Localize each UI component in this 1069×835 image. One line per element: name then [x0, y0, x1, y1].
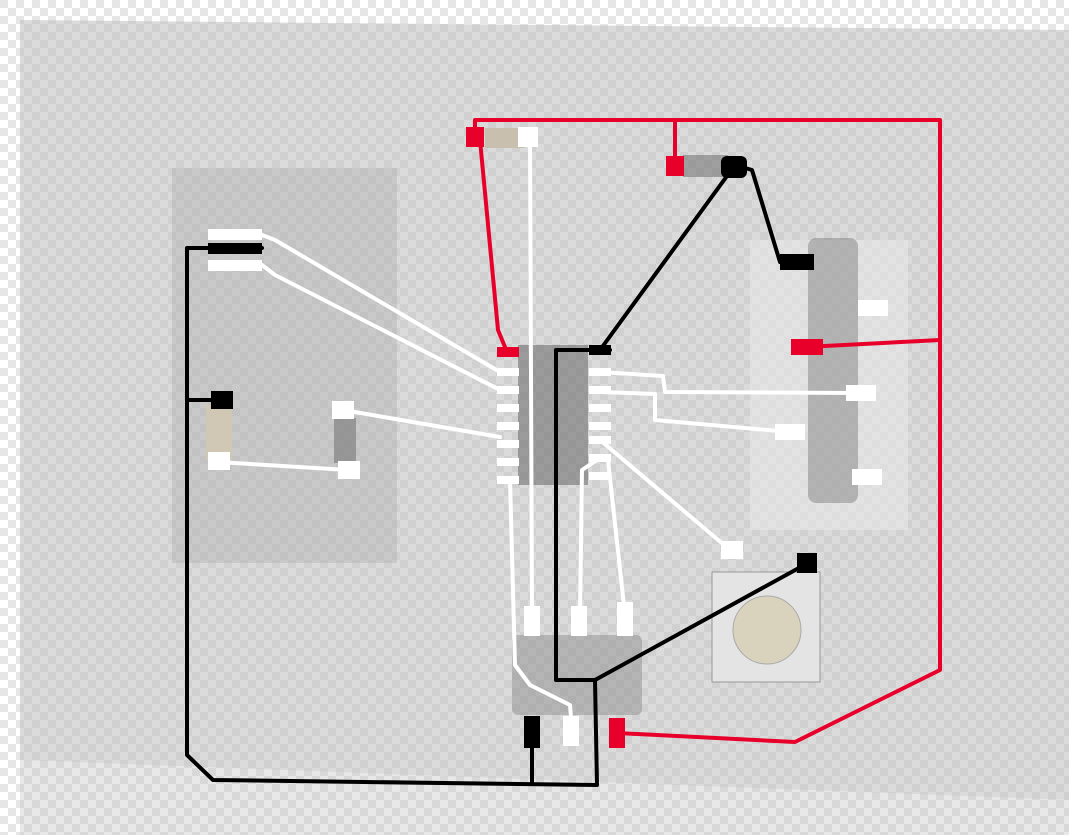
signal-trace	[528, 135, 534, 617]
board-region-left	[172, 168, 397, 563]
chip-pin	[497, 440, 519, 448]
chip-pin	[589, 368, 611, 376]
ground-trace	[554, 348, 810, 682]
pad	[571, 606, 587, 636]
chip-pin	[497, 476, 519, 484]
power-trace	[803, 338, 942, 349]
pad	[332, 401, 354, 419]
signal-trace	[260, 263, 502, 392]
microcontroller-chip	[518, 345, 588, 485]
chip-pin	[589, 422, 611, 430]
power-traces	[473, 118, 942, 744]
resistor-top-right	[683, 155, 728, 177]
power-trace	[473, 118, 942, 744]
pad	[524, 716, 540, 748]
chip-pin	[589, 386, 611, 394]
chip-pin	[497, 386, 519, 394]
capacitor	[206, 405, 232, 460]
pad	[617, 602, 633, 636]
pad	[211, 391, 233, 409]
pad	[666, 156, 684, 176]
resistor-top	[485, 128, 525, 148]
board-photo-edge	[20, 760, 1069, 835]
pad	[721, 541, 743, 559]
pad	[338, 461, 360, 479]
pad	[208, 243, 262, 254]
chip-pin	[497, 347, 519, 357]
chip-pin	[589, 345, 611, 355]
resistor-middle	[334, 418, 356, 463]
pad	[524, 606, 540, 636]
tactile-button-cap[interactable]	[732, 595, 802, 665]
pad	[208, 229, 262, 240]
signal-trace	[606, 458, 627, 617]
pad	[797, 553, 817, 573]
chip-pin	[589, 404, 611, 412]
chip-pin	[497, 458, 519, 466]
chip-pin	[497, 368, 519, 376]
signal-trace	[260, 233, 502, 374]
pad	[208, 260, 262, 271]
chip-pin	[589, 472, 611, 480]
chip-pin	[589, 454, 611, 462]
signal-trace	[216, 460, 350, 472]
pad	[563, 716, 579, 746]
pad	[791, 339, 823, 355]
signal-trace	[598, 370, 862, 395]
pad	[846, 385, 876, 401]
signal-trace	[341, 408, 502, 439]
pad	[466, 127, 484, 147]
pad	[208, 452, 230, 470]
pin-header-right	[808, 238, 858, 503]
chip-pin	[589, 436, 611, 444]
pad	[518, 127, 538, 147]
chip-pin	[497, 404, 519, 412]
pad	[609, 718, 625, 748]
signal-trace	[508, 478, 574, 732]
pads	[208, 127, 888, 748]
ground-trace	[185, 246, 599, 787]
pad	[858, 300, 888, 316]
pad	[775, 424, 805, 440]
power-trace	[478, 138, 509, 354]
pad	[780, 254, 814, 270]
chip-pin	[497, 422, 519, 430]
signal-traces	[216, 135, 862, 732]
signal-trace	[598, 438, 732, 552]
pad	[721, 156, 747, 178]
pad	[852, 469, 882, 485]
pin-header-bottom	[512, 635, 642, 715]
signal-trace	[598, 390, 792, 434]
